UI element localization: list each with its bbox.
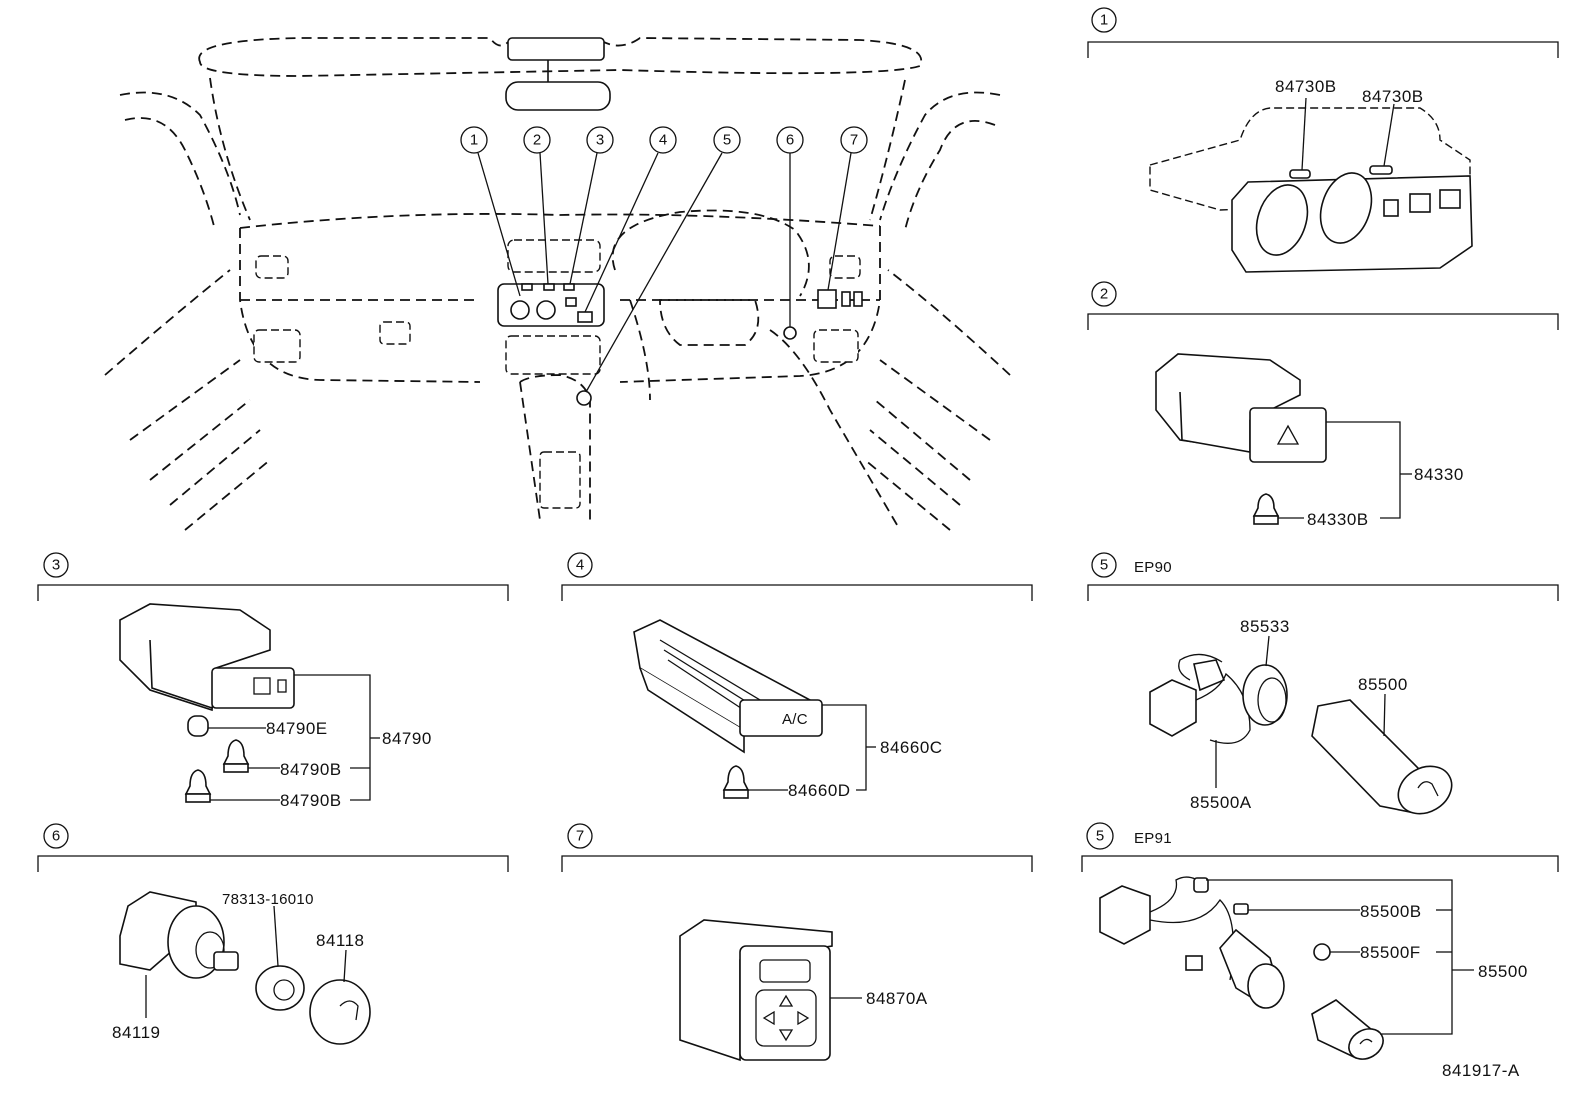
rear-view-mirror (505, 81, 611, 111)
part-84730b-right: 84730B (1362, 87, 1424, 106)
lighter-icon (339, 1000, 359, 1021)
svg-text:7: 7 (576, 828, 584, 845)
figure-id: 841917-A (1442, 1061, 1520, 1080)
defogger-icon (253, 677, 271, 695)
lighter-icon (1359, 1038, 1373, 1045)
part-85500-ep90: 85500 (1358, 675, 1408, 694)
part-84790b-upper: 84790B (280, 760, 342, 779)
svg-text:6: 6 (786, 132, 794, 149)
part-85500-ep91: 85500 (1478, 962, 1528, 981)
svg-text:5: 5 (1100, 557, 1108, 574)
defogger-switch (211, 667, 295, 709)
svg-text:3: 3 (596, 132, 604, 149)
callout-2: 2 (523, 126, 551, 285)
hazard-switch (1249, 407, 1327, 463)
svg-text:2: 2 (1100, 286, 1108, 303)
part-84790b-lower: 84790B (280, 791, 342, 810)
svg-text:4: 4 (659, 132, 667, 149)
overview-callouts: 1 2 3 4 5 6 7 (460, 126, 868, 393)
part-84730b-left: 84730B (1275, 77, 1337, 96)
svg-text:5: 5 (1096, 828, 1104, 845)
part-84660c: 84660C (880, 738, 943, 757)
svg-text:3: 3 (52, 557, 60, 574)
part-84790: 84790 (382, 729, 432, 748)
callout-4: 4 (584, 126, 677, 313)
section-5-ep91: 5 EP91 85500B 85500F 85500 (1081, 822, 1559, 1060)
section-6: 6 84119 78313-16010 84118 (37, 823, 509, 1045)
part-84119: 84119 (112, 1023, 161, 1042)
callout-5: 5 (585, 126, 741, 393)
callout-7: 7 (827, 126, 868, 291)
svg-text:5: 5 (723, 132, 731, 149)
arrow-pad-icon (755, 989, 817, 1047)
part-85500f: 85500F (1360, 943, 1421, 962)
svg-text:7: 7 (850, 132, 858, 149)
part-84330: 84330 (1414, 465, 1464, 484)
svg-text:1: 1 (470, 132, 478, 149)
part-78313-16010: 78313-16010 (222, 891, 314, 908)
ac-switch (739, 699, 823, 737)
part-85500a: 85500A (1190, 793, 1252, 812)
svg-text:4: 4 (576, 557, 584, 574)
hazard-triangle-icon (1276, 424, 1300, 445)
part-84870a: 84870A (866, 989, 928, 1008)
callout-3: 3 (569, 126, 614, 285)
svg-text:1: 1 (1100, 12, 1108, 29)
section-5-ep90: 5 EP90 85533 85500 85500A (1087, 552, 1559, 815)
section-3: 3 84790 84790E 84790B 84790B (37, 552, 509, 810)
svg-text:2: 2 (533, 132, 541, 149)
variant-ep90: EP90 (1134, 559, 1172, 576)
callout-6: 6 (776, 126, 804, 327)
section-2: 2 84330 84330B (1087, 281, 1559, 529)
callout-1: 1 (460, 126, 521, 297)
part-84118: 84118 (316, 931, 365, 950)
section-4: 4 A/C 84660C 84660D (561, 552, 1033, 800)
part-84790e: 84790E (266, 719, 328, 738)
section-1: 1 84730B 84730B (1087, 7, 1559, 273)
section-7: 7 84870A (561, 823, 1033, 1062)
part-84660d: 84660D (788, 781, 851, 800)
svg-text:6: 6 (52, 828, 60, 845)
interior-overview (104, 37, 1011, 531)
lighter-icon (1417, 781, 1439, 797)
mirror-mount (507, 37, 605, 61)
mirror-switch (739, 945, 831, 1061)
variant-ep91: EP91 (1134, 830, 1172, 847)
part-85533: 85533 (1240, 617, 1290, 636)
ac-switch-label: A/C (782, 711, 808, 728)
part-84330b: 84330B (1307, 510, 1369, 529)
part-85500b: 85500B (1360, 902, 1422, 921)
